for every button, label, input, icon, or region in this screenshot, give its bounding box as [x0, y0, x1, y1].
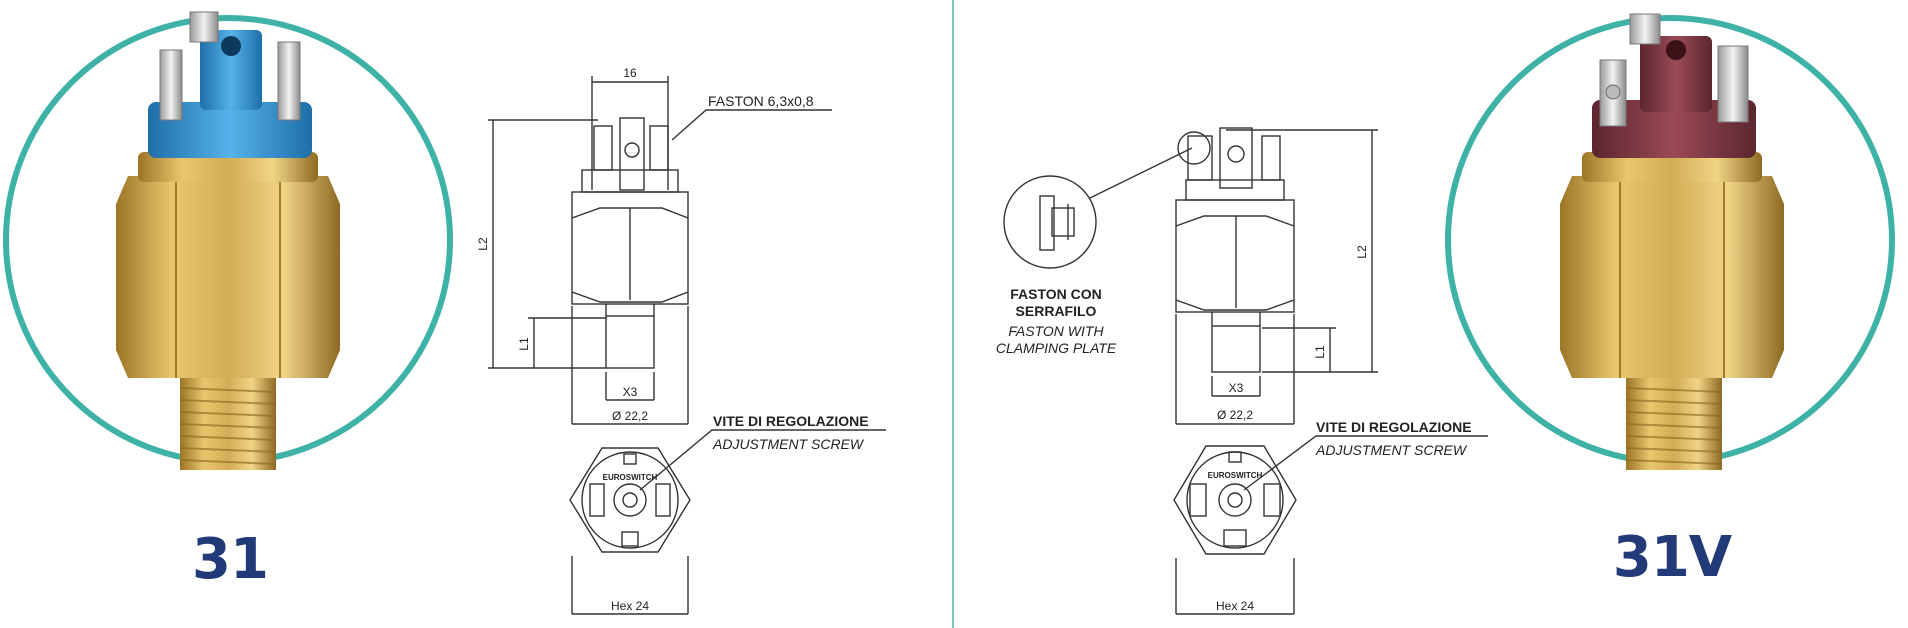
product-photo-31	[3, 11, 453, 470]
dim-hex-label-right: Hex 24	[1216, 599, 1254, 613]
brass-collar	[138, 152, 318, 182]
maroon-connector-cap	[1592, 36, 1756, 158]
dim-l1-label: L1	[517, 337, 531, 351]
dim-x3-label: X3	[623, 385, 638, 399]
dim-x3-label-right: X3	[1229, 381, 1244, 395]
dim-hex-label: Hex 24	[611, 599, 649, 613]
dim-diameter-label-right: Ø 22,2	[1217, 408, 1253, 422]
brass-collar-right	[1582, 152, 1762, 182]
screw-label-it-right: VITE DI REGOLAZIONE	[1316, 419, 1472, 435]
faston-label-en-2: CLAMPING PLATE	[996, 340, 1117, 356]
dim-l2-label-right: L2	[1355, 245, 1369, 259]
faston-terminals-right	[1599, 13, 1749, 127]
drawing-labels-31: 16 L2 L1 X3 Ø 22,2 Hex 24 FASTON 6,3x0,8…	[476, 66, 869, 613]
dim-top-label: 16	[623, 66, 637, 80]
drawing-labels-31v: FASTON CON SERRAFILO FASTON WITH CLAMPIN…	[996, 245, 1472, 613]
technical-drawing-31v	[1003, 127, 1488, 615]
faston-label-it-2: SERRAFILO	[1016, 303, 1097, 319]
screw-label-en: ADJUSTMENT SCREW	[712, 436, 865, 452]
brass-thread-right	[1625, 378, 1723, 470]
dim-l1-label-right: L1	[1313, 345, 1327, 359]
product-photo-31v	[1445, 13, 1895, 470]
blue-connector-cap	[148, 30, 312, 158]
brass-thread	[179, 378, 277, 470]
faston-label-it-1: FASTON CON	[1010, 286, 1102, 302]
faston-label-en-1: FASTON WITH	[1008, 323, 1104, 339]
faston-terminals	[159, 11, 301, 121]
technical-drawing-31	[488, 76, 886, 615]
model-label-31v: 31V	[1613, 525, 1733, 590]
faston-label: FASTON 6,3x0,8	[708, 93, 814, 109]
brass-hex-body	[116, 176, 340, 378]
brass-hex-body-right	[1560, 176, 1784, 378]
dim-diameter-label: Ø 22,2	[612, 409, 648, 423]
dim-l2-label: L2	[476, 237, 490, 251]
brand-mark: EUROSWITCH	[603, 473, 658, 482]
screw-label-it: VITE DI REGOLAZIONE	[713, 413, 869, 429]
brand-mark-right: EUROSWITCH	[1208, 471, 1263, 480]
model-label-31: 31	[192, 527, 268, 592]
screw-label-en-right: ADJUSTMENT SCREW	[1315, 442, 1468, 458]
